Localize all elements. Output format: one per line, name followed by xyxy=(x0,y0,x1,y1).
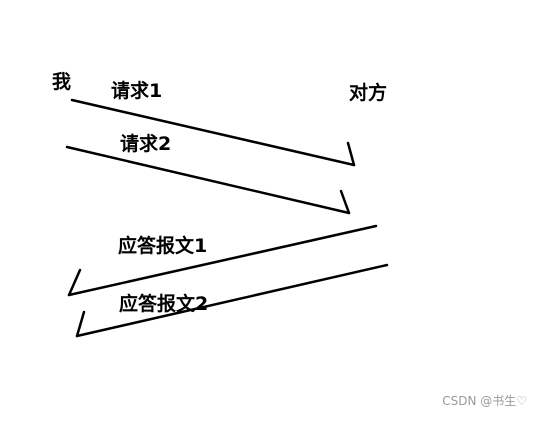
participant-peer-label: 对方 xyxy=(349,82,388,104)
watermark-text: CSDN @书生♡ xyxy=(442,394,527,408)
message-label-response-1: 应答报文1 xyxy=(118,235,208,257)
message-label-response-2: 应答报文2 xyxy=(119,293,209,315)
arrow-response-1 xyxy=(67,224,378,297)
arrow-response-2 xyxy=(75,263,389,338)
arrow-request-1 xyxy=(70,98,356,167)
message-label-request-1: 请求1 xyxy=(111,80,163,102)
participant-me-label: 我 xyxy=(52,71,72,93)
message-label-request-2: 请求2 xyxy=(120,133,172,155)
arrow-request-2 xyxy=(65,145,351,215)
